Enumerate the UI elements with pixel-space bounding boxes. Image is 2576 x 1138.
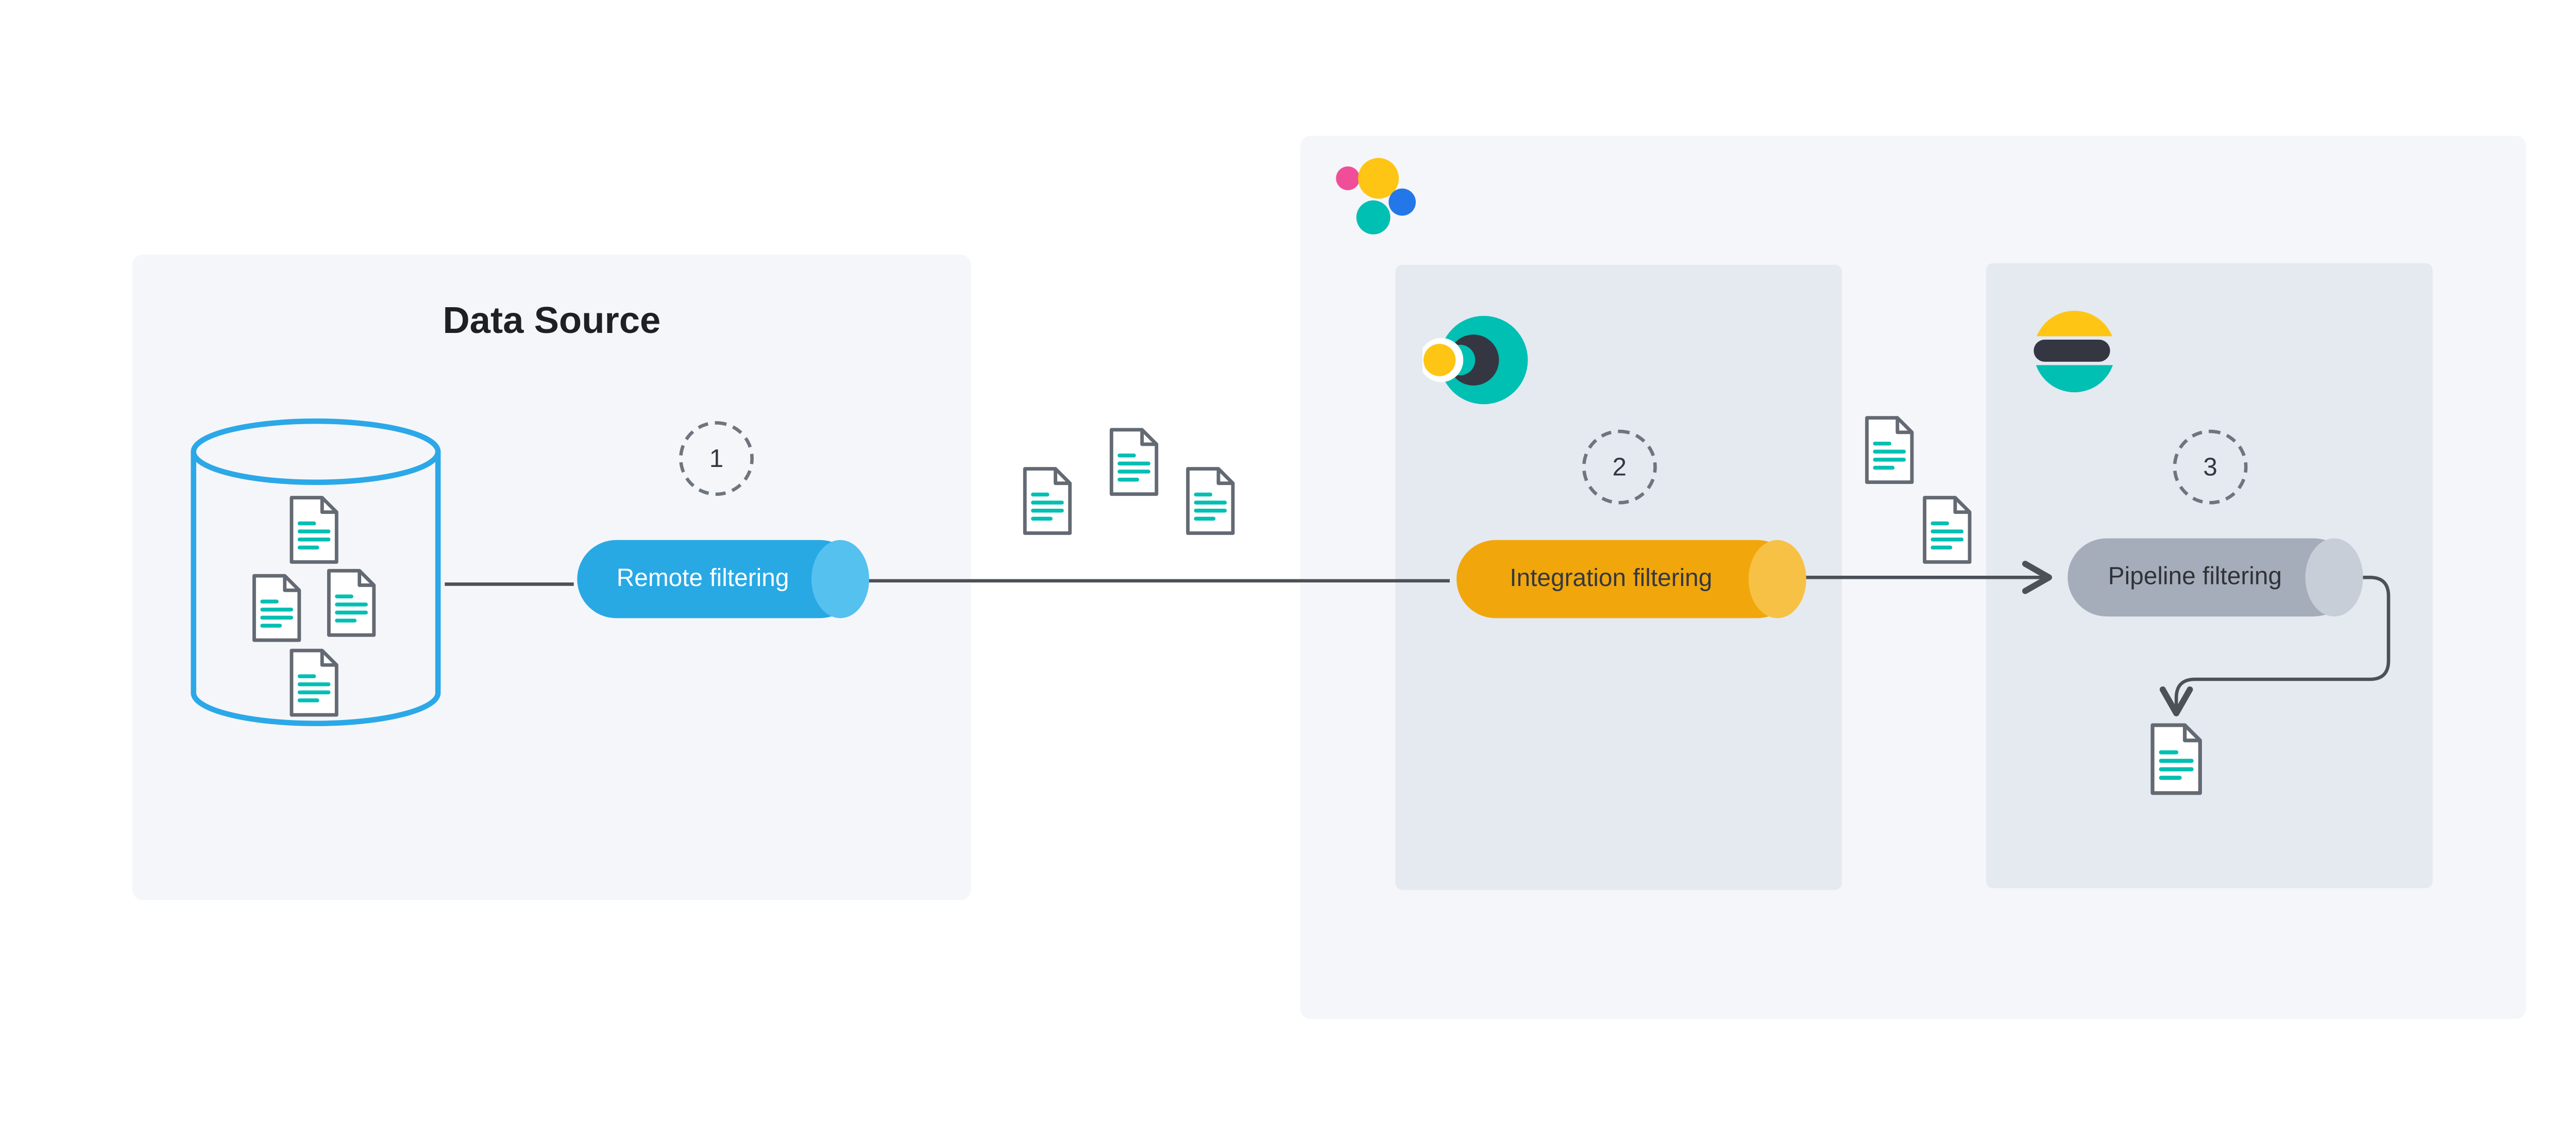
- step-1-number: 1: [709, 444, 724, 473]
- remote-filtering-label: Remote filtering: [616, 565, 789, 593]
- database-icon: [191, 418, 441, 726]
- document-icon: [1917, 494, 1978, 565]
- elastic-logo: [1336, 158, 1416, 235]
- integration-filtering-pill: Integration filtering: [1456, 540, 1806, 618]
- pill-end-cap: [2305, 538, 2363, 617]
- document-icon: [1017, 465, 1078, 537]
- document-icon: [254, 576, 299, 640]
- integration-filtering-label: Integration filtering: [1510, 565, 1713, 593]
- document-icon: [292, 650, 336, 715]
- document-icon: [2144, 722, 2209, 796]
- pipeline-filtering-label: Pipeline filtering: [2108, 563, 2282, 591]
- step-2-badge: 2: [1582, 429, 1657, 505]
- elastic-agent-icon: [1422, 315, 1528, 405]
- step-2-number: 2: [1612, 453, 1627, 482]
- document-icon: [1104, 426, 1165, 497]
- document-icon: [329, 571, 374, 635]
- document-icon: [292, 498, 336, 562]
- document-icon: [1180, 465, 1241, 537]
- step-3-badge: 3: [2173, 429, 2248, 505]
- step-3-number: 3: [2203, 453, 2217, 482]
- document-icon: [1859, 414, 1920, 486]
- elasticsearch-icon: [2033, 310, 2115, 393]
- remote-filtering-pill: Remote filtering: [577, 540, 870, 618]
- pill-end-cap: [1748, 540, 1806, 618]
- pipeline-filtering-pill: Pipeline filtering: [2067, 538, 2363, 617]
- pill-end-cap: [811, 540, 870, 618]
- data-source-title: Data Source: [443, 298, 661, 342]
- step-1-badge: 1: [679, 421, 754, 496]
